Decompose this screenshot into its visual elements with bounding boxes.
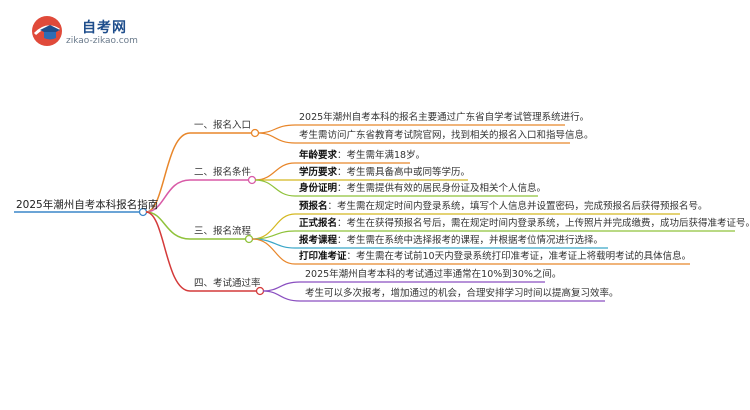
leaf-key: 学历要求 (299, 167, 338, 178)
leaf-item: 身份证明：考生需提供有效的居民身份证及相关个人信息。 (299, 183, 546, 195)
leaf-key: 身份证明 (299, 183, 338, 194)
leaf-text: ：考生在获得预报名号后，需在规定时间内登录系统，上传照片并完成缴费，成功后获得准… (337, 218, 750, 229)
branch-label-2: 二、报名条件 (194, 167, 252, 178)
leaf-item: 预报名：考生需在规定时间内登录系统，填写个人信息并设置密码，完成预报名后获得预报… (299, 201, 708, 213)
leaf-key: 打印准考证 (299, 251, 347, 262)
leaf-text: ：考生需具备高中或同等学历。 (337, 167, 471, 178)
branch-label-4: 四、考试通过率 (194, 278, 261, 289)
branch-label-3: 三、报名流程 (194, 226, 252, 237)
graduation-cap-icon (32, 16, 62, 46)
logo-subtitle: zikao-zikao.com (66, 36, 138, 46)
leaf-key: 报考课程 (299, 235, 338, 246)
leaf-item: 正式报名：考生在获得预报名号后，需在规定时间内登录系统，上传照片并完成缴费，成功… (299, 218, 750, 230)
site-logo: 自考网 zikao-zikao.com (30, 14, 170, 52)
leaf-key: 正式报名 (299, 218, 338, 229)
leaf-text: ：考生需在规定时间内登录系统，填写个人信息并设置密码，完成预报名后获得预报名号。 (327, 201, 708, 212)
leaf-text: ：考生需提供有效的居民身份证及相关个人信息。 (337, 183, 547, 194)
leaf-item: 年龄要求：考生需年满18岁。 (299, 150, 425, 162)
branch-label-1: 一、报名入口 (194, 120, 252, 131)
logo-title: 自考网 (82, 20, 127, 36)
leaf-item: 报考课程：考生需在系统中选择报考的课程，并根据考位情况进行选择。 (299, 235, 603, 247)
leaf-text: ：考生需在系统中选择报考的课程，并根据考位情况进行选择。 (337, 235, 604, 246)
leaf-item: 学历要求：考生需具备高中或同等学历。 (299, 167, 470, 179)
leaf-text: ：考生需年满18岁。 (337, 150, 426, 161)
leaf-key: 年龄要求 (299, 150, 338, 161)
leaf-key: 预报名 (299, 201, 328, 212)
mindmap-root: 2025年潮州自考本科报名指南 (16, 199, 159, 211)
leaf-text: 2025年潮州自考本科的报名主要通过广东省自学考试管理系统进行。 (299, 112, 590, 123)
leaf-text: 2025年潮州自考本科的考试通过率通常在10%到30%之间。 (305, 269, 562, 280)
leaf-text: ：考生需在考试前10天内登录系统打印准考证，准考证上将载明考试的具体信息。 (346, 251, 692, 262)
leaf-text: 考生需访问广东省教育考试院官网，找到相关的报名入口和指导信息。 (299, 130, 594, 141)
leaf-text: 考生可以多次报考，增加通过的机会，合理安排学习时间以提高复习效率。 (305, 288, 619, 299)
leaf-item: 打印准考证：考生需在考试前10天内登录系统打印准考证，准考证上将载明考试的具体信… (299, 251, 691, 263)
